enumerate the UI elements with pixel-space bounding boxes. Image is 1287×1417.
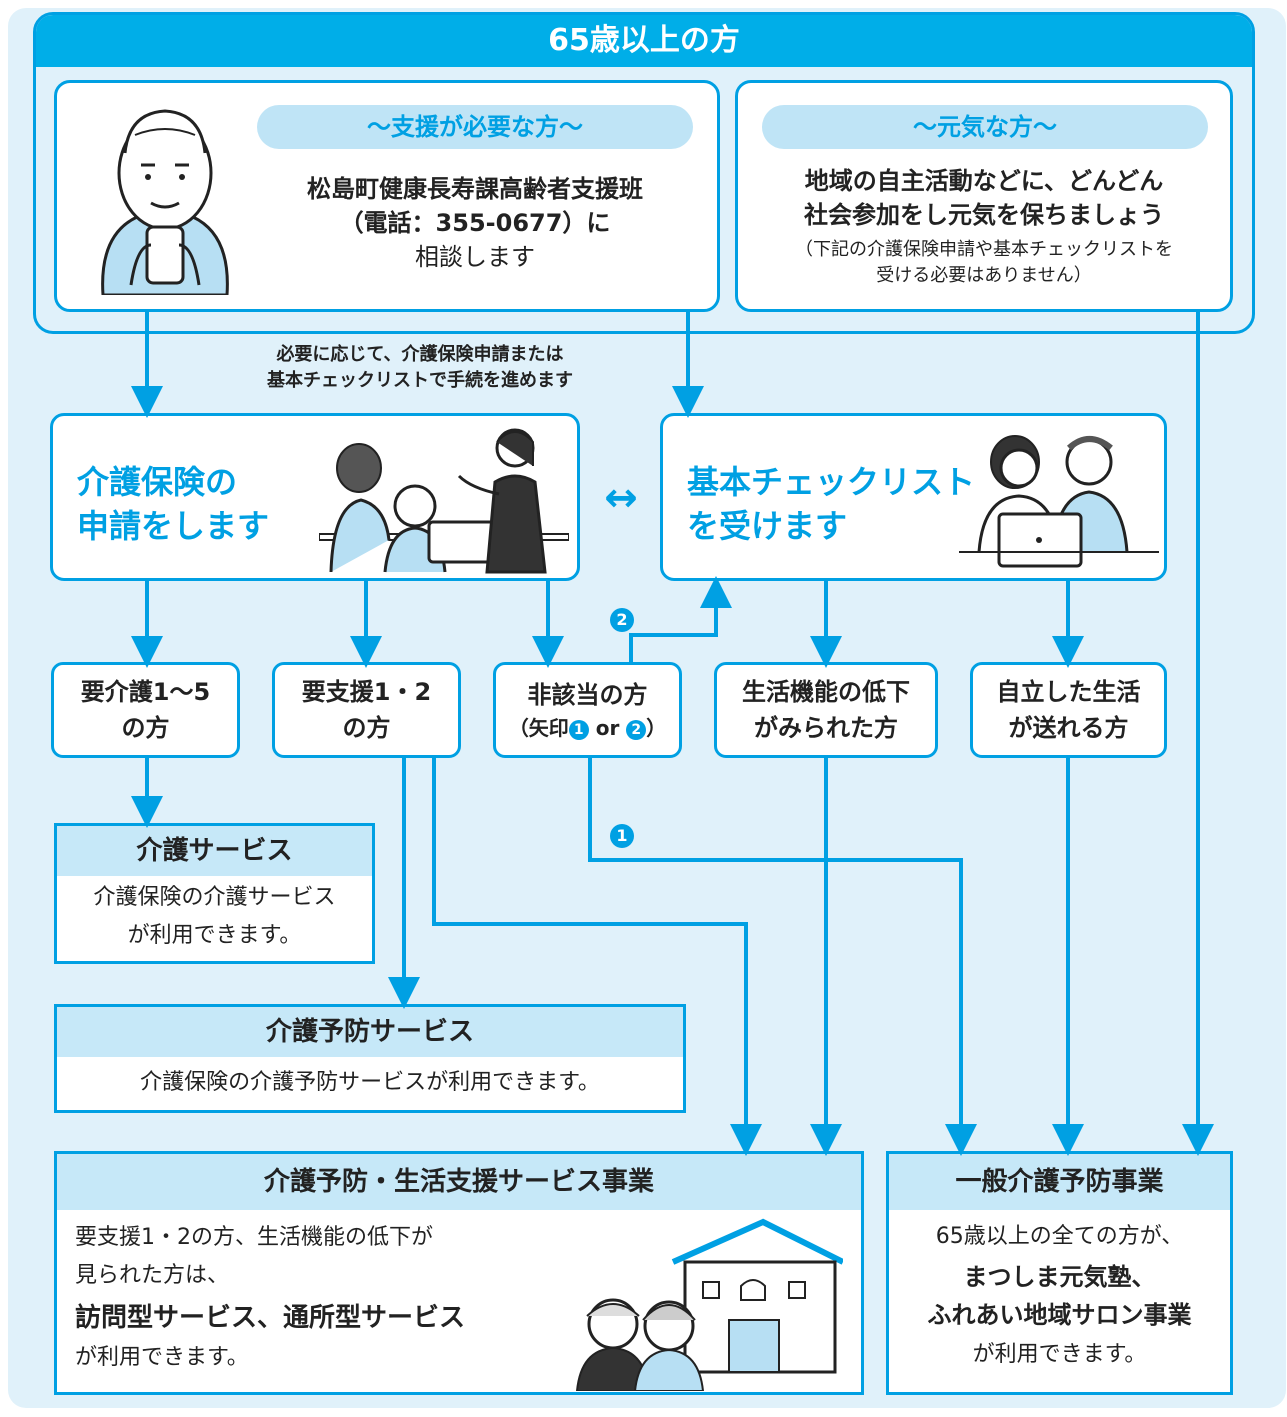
function-decline-line2: がみられた方 [754,714,898,742]
facility-illustration [575,1218,843,1391]
route-marker-2: 2 [610,608,634,632]
general-prevention-line3: ふれあい地域サロン事業 [927,1301,1192,1329]
support-needed-card: 〜支援が必要な方〜 松島町健康長寿課高齢者支援班 （電話：355-0677）に … [54,80,720,312]
connector-note-line2: 基本チェックリストで手続を進めます [267,370,573,391]
support-needed-line1: 松島町健康長寿課高齢者支援班 [307,175,643,203]
support-needed-line3: 相談します [415,243,535,271]
marker-2-icon: 2 [626,719,647,740]
life-support-line2: 見られた方は、 [75,1263,230,1288]
function-decline-line1: 生活機能の低下 [742,678,910,706]
healthy-card: 〜元気な方〜 地域の自主活動などに、どんどん 社会参加をし元気を保ちましょう （… [735,80,1233,312]
arrow-route-2 [629,576,732,662]
general-prevention-line1: 65歳以上の全ての方が、 [935,1224,1184,1249]
arrow-support-to-lifesupport [432,758,762,1156]
prevention-service-title: 介護予防サービス [57,1007,683,1057]
connector-note-line1: 必要に応じて、介護保険申請または [276,344,564,365]
healthy-line1: 地域の自主活動などに、どんどん [804,167,1164,195]
care-service-title: 介護サービス [57,826,372,876]
care-service-line2: が利用できます。 [127,923,302,948]
checklist-line2: を受けます [687,507,848,545]
header-bar [36,15,1252,67]
insurance-application-line2: 申請をします [77,507,270,545]
support-level-line2: の方 [342,714,391,742]
prevention-service-line1: 介護保険の介護予防サービスが利用できます。 [140,1070,600,1095]
bidirectional-arrow-icon: ↔ [604,475,638,521]
general-prevention-box: 一般介護予防事業 65歳以上の全ての方が、 まつしま元気塾、 ふれあい地域サロン… [886,1151,1233,1395]
consultation-illustration [319,428,569,574]
life-support-line4: が利用できます。 [75,1345,249,1370]
life-support-title: 介護予防・生活支援サービス事業 [57,1154,861,1210]
healthy-note2: 受ける必要はありません） [876,265,1092,286]
life-support-line1: 要支援1・2の方、生活機能の低下が [75,1225,433,1250]
general-prevention-line4: が利用できます。 [972,1342,1147,1367]
care-level-box: 要介護1〜5 の方 [51,662,240,758]
general-prevention-title: 一般介護予防事業 [889,1154,1230,1210]
arrow-route-1 [588,758,977,1156]
insurance-application-line1: 介護保険の [77,463,238,501]
life-support-line3: 訪問型サービス、通所型サービス [75,1303,466,1333]
prevention-service-box: 介護予防サービス 介護保険の介護予防サービスが利用できます。 [54,1004,686,1113]
checklist-illustration [959,435,1159,568]
care-service-line1: 介護保険の介護サービス [93,885,336,910]
healthy-line2: 社会参加をし元気を保ちましょう [804,201,1164,229]
general-prevention-line2: まつしま元気塾、 [963,1263,1156,1291]
life-support-box: 介護予防・生活支援サービス事業 要支援1・2の方、生活機能の低下が 見られた方は… [54,1151,864,1395]
care-level-line2: の方 [121,714,170,742]
care-service-box: 介護サービス 介護保険の介護サービス が利用できます。 [54,823,375,964]
insurance-application-box: 介護保険の 申請をします [50,413,580,581]
route-marker-1: 1 [610,824,634,848]
support-needed-pill: 〜支援が必要な方〜 [257,105,693,149]
marker-1-icon: 1 [568,719,589,740]
care-level-line1: 要介護1〜5 [80,678,211,706]
healthy-pill: 〜元気な方〜 [762,105,1208,149]
header-title: 65歳以上の方 [548,23,740,58]
support-needed-line2: （電話：355-0677）に [339,209,611,237]
checklist-line1: 基本チェックリスト [687,463,976,501]
not-applicable-line1: 非該当の方 [527,681,648,709]
checklist-box: 基本チェックリスト を受けます [660,413,1167,581]
healthy-note1: （下記の介護保険申請や基本チェックリストを [795,239,1173,260]
independent-line1: 自立した生活 [996,678,1141,706]
independent-line2: が送れる方 [1008,714,1129,742]
support-level-line1: 要支援1・2 [301,678,432,706]
senior-phone-illustration [101,109,229,295]
